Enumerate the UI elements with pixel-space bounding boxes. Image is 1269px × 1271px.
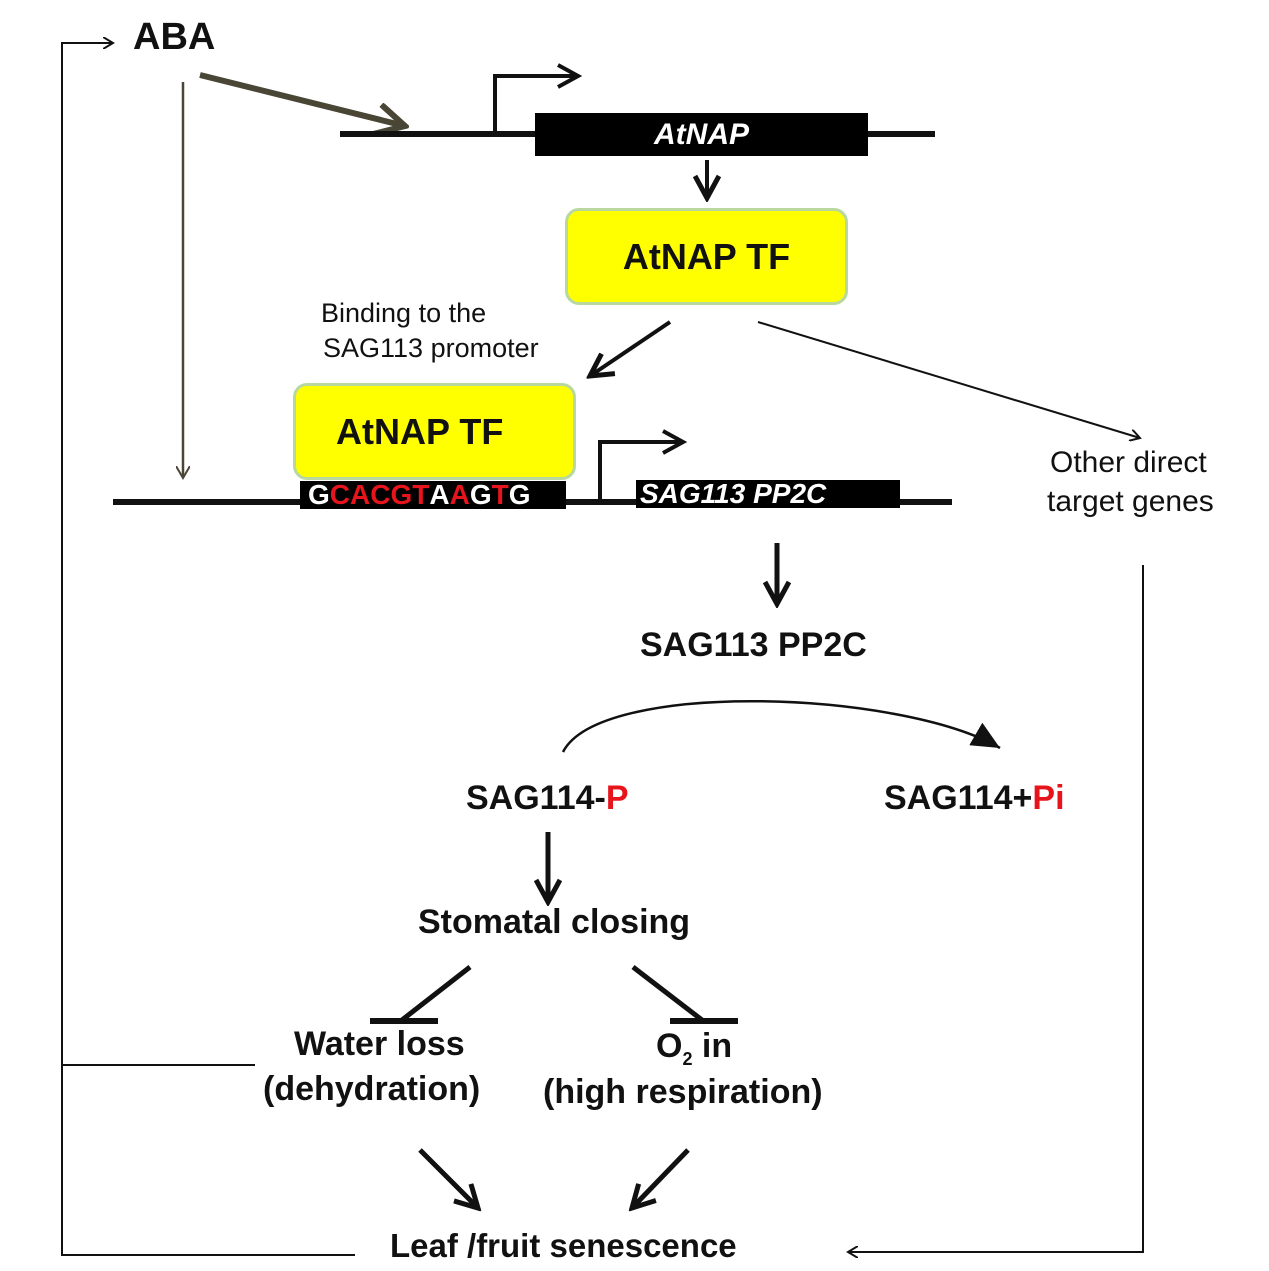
sequence-base: G bbox=[469, 479, 492, 510]
dephosphorylation-arrow bbox=[561, 699, 1001, 753]
feedback-loop-line bbox=[61, 43, 355, 1256]
sag114-p-prefix: SAG114- bbox=[466, 779, 606, 817]
other-targets-to-senescence-line bbox=[848, 565, 1144, 1252]
atnap-tf-bound-box: AtNAP TF bbox=[293, 383, 576, 480]
atnap-gene-label: AtNAP bbox=[654, 117, 749, 151]
atnap-tss-arrow bbox=[493, 76, 578, 134]
binding-label-line2: SAG113 promoter bbox=[323, 333, 539, 363]
sequence-base: C bbox=[329, 479, 351, 510]
sag113-protein-label: SAG113 PP2C bbox=[640, 626, 867, 664]
atnap-tf-box: AtNAP TF bbox=[565, 208, 848, 305]
phosphate-label: P bbox=[605, 779, 629, 817]
stomatal-closing-label: Stomatal closing bbox=[418, 903, 691, 941]
o2-to-senescence-arrow bbox=[632, 1148, 690, 1208]
inhibit-water-loss-line bbox=[400, 965, 472, 1022]
inhibit-o2-line bbox=[631, 965, 704, 1022]
sag113-tss-arrow bbox=[598, 442, 683, 500]
binding-label-line1: Binding to the bbox=[321, 298, 487, 328]
sag114-pi-label: SAG114+Pi bbox=[884, 779, 1065, 818]
other-targets-line1: Other direct bbox=[1050, 446, 1207, 479]
dehydration-label: (dehydration) bbox=[263, 1070, 481, 1108]
sag113-gene-box: SAG113 PP2C bbox=[636, 478, 900, 509]
sequence-base: A bbox=[429, 479, 450, 510]
aba-label: ABA bbox=[133, 16, 216, 58]
sequence-base: G bbox=[308, 479, 330, 510]
sequence-base: T bbox=[412, 479, 430, 510]
inorganic-phosphate-label: Pi bbox=[1032, 779, 1065, 817]
aba-to-atnap-arrow bbox=[199, 72, 405, 126]
sag113-gene-label: SAG113 PP2C bbox=[640, 478, 827, 509]
water-to-senescence-arrow bbox=[418, 1148, 478, 1208]
water-loss-label: Water loss bbox=[294, 1025, 465, 1063]
o2-in-label: O2 in bbox=[656, 1027, 732, 1070]
atnap-tf-label: AtNAP TF bbox=[622, 235, 791, 277]
sequence-base: A bbox=[449, 479, 470, 510]
sequence-base: C bbox=[370, 479, 391, 510]
o2-suffix: in bbox=[692, 1027, 733, 1065]
sag114-p-label: SAG114-P bbox=[466, 779, 629, 818]
sag114-pi-prefix: SAG114+ bbox=[884, 779, 1033, 817]
tf-other-targets-arrow bbox=[757, 321, 1140, 438]
atnap-gene-box: AtNAP bbox=[535, 113, 868, 156]
o2-prefix: O bbox=[656, 1027, 683, 1065]
sequence-base: G bbox=[390, 479, 413, 510]
senescence-label: Leaf /fruit senescence bbox=[390, 1227, 737, 1264]
tf-binding-arrow bbox=[590, 320, 672, 376]
sequence-base: T bbox=[491, 479, 509, 510]
high-respiration-label: (high respiration) bbox=[543, 1073, 823, 1111]
o2-subscript: 2 bbox=[682, 1048, 693, 1069]
other-targets-line2: target genes bbox=[1047, 485, 1214, 518]
sequence-base: A bbox=[350, 479, 371, 510]
sequence-base: G bbox=[508, 479, 531, 510]
atnap-tf-bound-label: AtNAP TF bbox=[336, 410, 504, 452]
